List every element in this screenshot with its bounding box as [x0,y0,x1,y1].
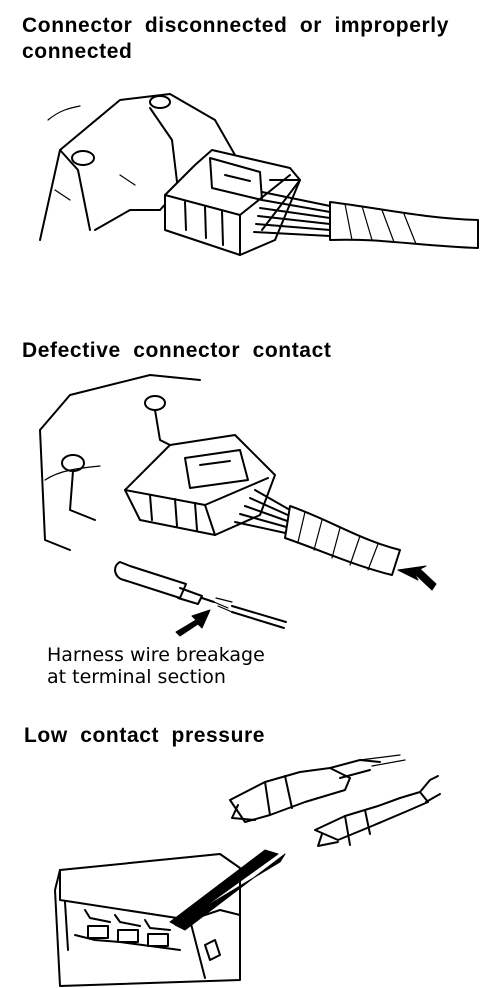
section-1-title-line-1: Connector disconnected or improperly [22,14,449,37]
broken-terminal [114,561,287,629]
magnifier-beam [169,849,286,931]
section-2-title: Defective connector contact [22,339,332,362]
connector-housing [164,149,301,256]
control-unit-body [54,853,241,987]
low-pressure-illustration [54,754,441,987]
pull-direction-arrow [397,565,437,591]
defective-contact-illustration [39,374,437,637]
disconnected-connector-illustration [39,93,479,256]
breakage-callout-line-1: Harness wire breakage [47,644,265,666]
connector-housing [124,434,276,536]
section-3-title: Low contact pressure [24,724,266,747]
wire-harness [253,191,479,249]
breakage-callout-line-2: at terminal section [47,666,226,688]
wire-harness [234,489,401,576]
breakage-pointer-arrow [175,609,211,637]
terminal-pair [229,754,441,847]
section-1-title-line-2: connected [22,40,133,63]
